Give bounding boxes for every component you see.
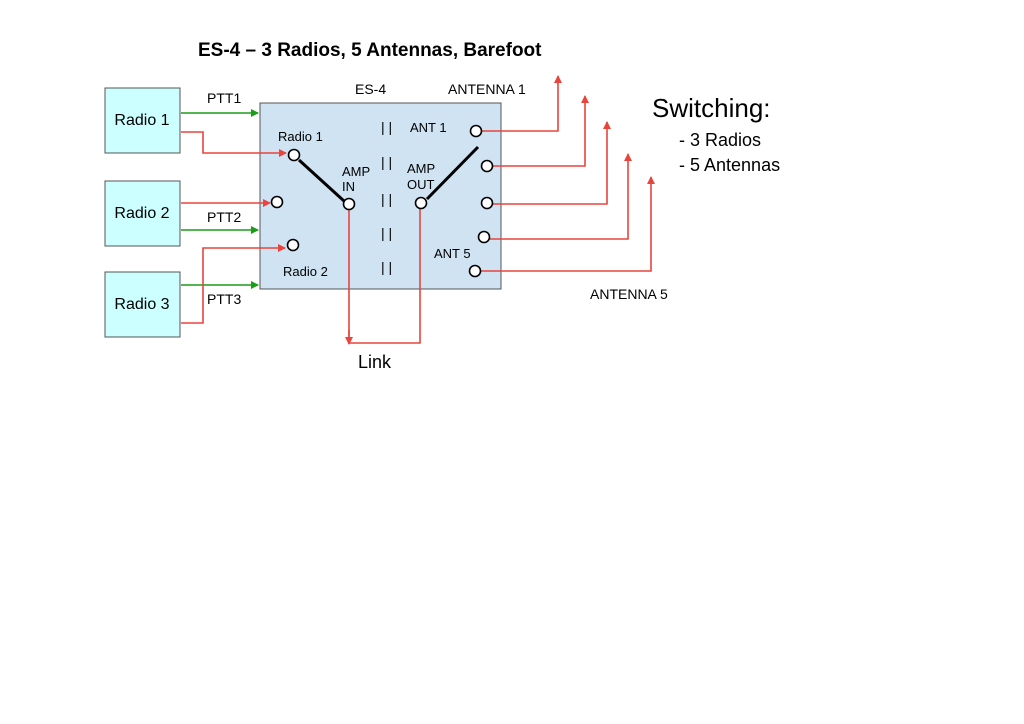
amp-out-label-line2: OUT <box>407 177 435 192</box>
switch-ant5-label: ANT 5 <box>434 246 471 261</box>
input-switch-lever <box>297 158 346 203</box>
radio3-terminal <box>286 238 300 252</box>
divider-mark: | | <box>381 191 392 207</box>
switch-radio1-label: Radio 1 <box>278 129 323 144</box>
divider-mark: | | <box>381 119 392 135</box>
amp-in-label-line2: IN <box>342 179 355 194</box>
ptt3-label: PTT3 <box>207 291 241 307</box>
output-switch-lever <box>425 145 480 201</box>
divider-mark: | | <box>381 259 392 275</box>
ant2-terminal <box>480 159 494 173</box>
ptt1-label: PTT1 <box>207 90 241 106</box>
divider-mark: | | <box>381 225 392 241</box>
amp-out-label-line1: AMP <box>407 161 435 176</box>
es4-label: ES-4 <box>355 81 386 97</box>
antenna5-line <box>476 176 655 272</box>
radio3-rf-line <box>181 244 286 324</box>
radio-2-label: Radio 2 <box>114 205 169 222</box>
radio1-terminal <box>287 148 301 162</box>
antenna5-label: ANTENNA 5 <box>590 286 668 302</box>
antenna1-label: ANTENNA 1 <box>448 81 526 97</box>
radio1-rf-line <box>181 131 287 157</box>
link-line <box>348 204 421 344</box>
link-label: Link <box>358 352 392 372</box>
ant1-terminal <box>469 124 483 138</box>
radio-1-label: Radio 1 <box>114 112 169 129</box>
antenna3-line <box>487 121 611 205</box>
ptt2-label: PTT2 <box>207 209 241 225</box>
diagram-title: ES-4 – 3 Radios, 5 Antennas, Barefoot <box>198 40 542 61</box>
radio-3-box: Radio 3 <box>104 271 181 338</box>
radio-3-label: Radio 3 <box>114 296 169 313</box>
es4-switch-box <box>259 102 502 290</box>
radio2-terminal <box>270 195 284 209</box>
ant4-terminal <box>477 230 491 244</box>
radio-2-box: Radio 2 <box>104 180 181 247</box>
radio-1-box: Radio 1 <box>104 87 181 154</box>
ant3-terminal <box>480 196 494 210</box>
amp-in-terminal <box>342 197 356 211</box>
divider-mark: | | <box>381 154 392 170</box>
antenna2-line <box>488 95 589 167</box>
switching-heading: Switching: <box>652 93 771 123</box>
switch-ant1-label: ANT 1 <box>410 120 447 135</box>
switch-radio2-label: Radio 2 <box>283 264 328 279</box>
amp-in-label-line1: AMP <box>342 164 370 179</box>
switching-item: - 3 Radios <box>679 130 761 150</box>
switching-item: - 5 Antennas <box>679 155 780 175</box>
antenna1-line <box>481 75 562 132</box>
ant5-terminal <box>468 264 482 278</box>
amp-out-terminal <box>414 196 428 210</box>
switch-divider: | | | | | | | | | | <box>381 119 392 275</box>
antenna4-line <box>485 153 632 240</box>
